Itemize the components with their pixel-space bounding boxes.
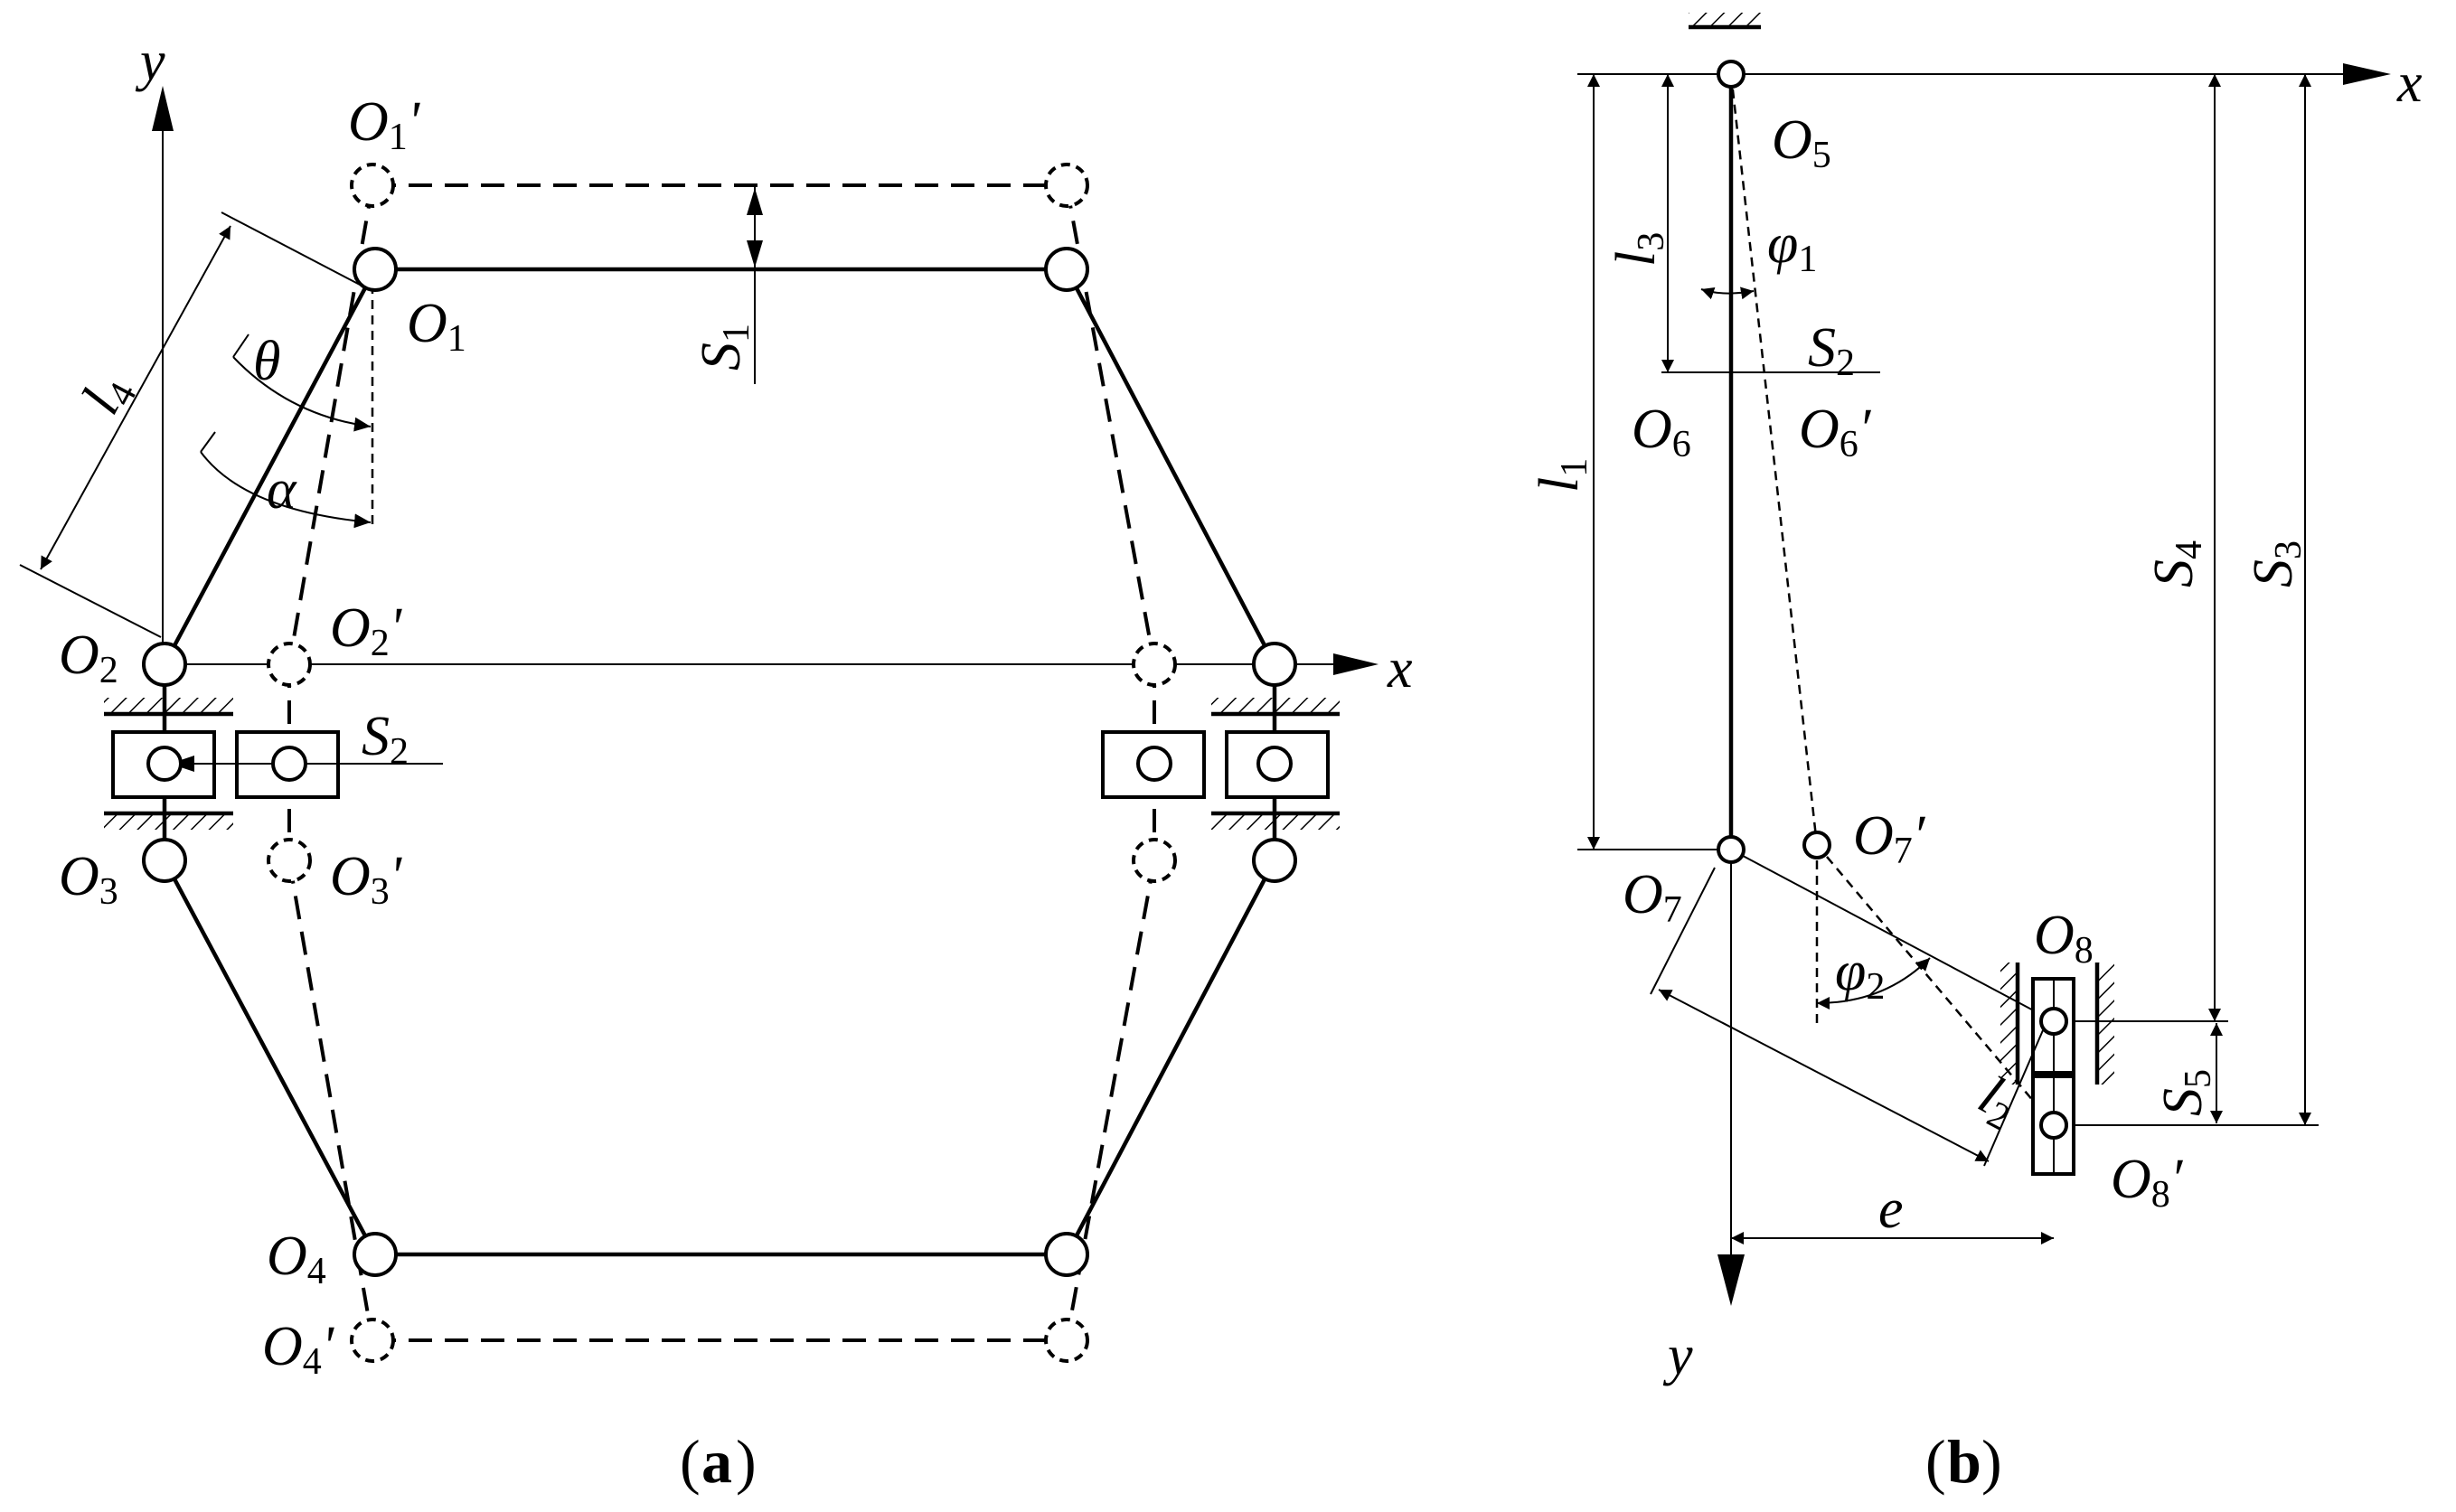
caption-b: ( b ) [1925, 1427, 2002, 1496]
joint-o7-prime [1802, 831, 1831, 859]
caption-a-letter: a [701, 1427, 732, 1496]
label-o8-prime: O8′ [2111, 1149, 2184, 1216]
rod-o5-o7-prime [1729, 73, 1819, 846]
s1-arrow-down [747, 240, 763, 268]
pin-slider-right-displaced [1136, 746, 1172, 782]
guide-right-hatch [2097, 963, 2114, 1085]
panel-b-y-label: y [1662, 1325, 1693, 1386]
panel-b-x-label: x [2396, 52, 2423, 114]
joint-o4 [353, 1232, 398, 1277]
caption-a: ( a ) [680, 1427, 757, 1496]
joint-o3-prime-right [1132, 838, 1177, 883]
l4-dimension-line [40, 225, 231, 570]
panel-b: x y O5 O6 O6′ O7 O7′ O8 O8′ l1 l2 l3 φ1 … [1529, 13, 2423, 1496]
label-o4: O4 [267, 1226, 326, 1292]
label-s2-b: S2 [1808, 317, 1855, 384]
label-s2-a: S2 [362, 706, 409, 773]
panel-a: y x O1' O1 O2 O2' O3 O3' O4 O4' l4 θ α S… [19, 31, 1413, 1496]
label-l4: l4 [70, 364, 145, 426]
l2-extension-left [1650, 867, 1716, 995]
ground-left-top-hatch [104, 698, 233, 714]
label-l3: l3 [1605, 232, 1672, 267]
caption-a-open: ( [680, 1427, 701, 1496]
pin-slider-left [146, 746, 183, 782]
joint-o8 [2039, 1007, 2068, 1036]
l4-extension-bottom [19, 564, 162, 638]
ground-right-top-hatch [1211, 698, 1340, 714]
joint-o7 [1717, 835, 1746, 864]
joint-o4-right [1044, 1232, 1089, 1277]
rod-o7-o8 [1730, 849, 2055, 1022]
label-o5: O5 [1772, 109, 1831, 176]
l2-extension-right [1983, 1029, 2044, 1167]
label-o4-prime: O4' [262, 1316, 335, 1383]
joint-o2 [142, 642, 187, 687]
label-o6-prime: O6′ [1799, 399, 1872, 465]
theta-arc [232, 356, 372, 432]
joint-o8-prime [2039, 1111, 2068, 1140]
guide-left-hatch [2000, 963, 2018, 1085]
label-theta: θ [253, 331, 280, 392]
link-o1r-o2r [1065, 268, 1276, 666]
pin-slider-right [1256, 746, 1293, 782]
label-o7: O7 [1623, 864, 1682, 931]
joint-o4-prime [350, 1318, 395, 1363]
label-o6: O6 [1632, 399, 1691, 465]
joint-o1-prime-right [1044, 163, 1089, 208]
label-o1: O1 [407, 293, 466, 360]
panel-b-x-arrowhead [2343, 63, 2391, 85]
link-o3r-o4r [1065, 859, 1276, 1256]
panel-a-y-label: y [135, 31, 165, 92]
joint-o3 [142, 838, 187, 883]
joint-o1 [353, 247, 398, 292]
l2-dimension-line [1658, 989, 1990, 1162]
joint-o1-right [1044, 247, 1089, 292]
panel-b-ground-hatch [1689, 13, 1761, 27]
l4-extension-top [221, 211, 362, 286]
label-s4: S4 [2143, 540, 2210, 587]
joint-o4-prime-right [1044, 1318, 1089, 1363]
joint-o2-prime [267, 642, 312, 687]
joint-o2-right [1252, 642, 1297, 687]
alpha-tick [200, 431, 216, 453]
label-e: e [1878, 1179, 1904, 1240]
joint-o5 [1717, 60, 1746, 89]
label-o8: O8 [2034, 905, 2094, 972]
caption-a-close: ) [736, 1427, 757, 1496]
s1-arrow-up [747, 188, 763, 215]
label-o3: O3 [59, 846, 118, 913]
label-s3: S3 [2243, 540, 2310, 587]
label-l1: l1 [1529, 458, 1595, 493]
alpha-arc [200, 451, 372, 529]
label-o3-prime: O3' [330, 846, 403, 913]
caption-b-letter: b [1947, 1427, 1981, 1496]
panel-a-y-arrowhead [152, 86, 174, 131]
link-o2-o1 [163, 268, 377, 666]
label-phi2: φ2 [1835, 941, 1885, 1008]
joint-o1-prime [350, 163, 395, 208]
link-o3-o4 [163, 859, 377, 1256]
joint-o3-prime [267, 838, 312, 883]
ground-left-bottom-hatch [104, 813, 233, 830]
label-alpha: α [267, 459, 297, 521]
label-s5: S5 [2152, 1069, 2219, 1116]
label-o7-prime: O7′ [1853, 805, 1926, 872]
panel-a-x-arrowhead [1333, 653, 1379, 675]
label-o2: O2 [59, 625, 118, 691]
label-s1: S1 [691, 324, 758, 371]
joint-o2-prime-right [1132, 642, 1177, 687]
caption-b-close: ) [1981, 1427, 2002, 1496]
panel-b-y-arrowhead [1717, 1254, 1745, 1306]
ground-right-bottom-hatch [1211, 813, 1340, 830]
label-o2-prime: O2' [330, 597, 403, 664]
joint-o3-right [1252, 838, 1297, 883]
phi1-arc [1700, 286, 1755, 300]
pin-slider-left-displaced [271, 746, 307, 782]
label-o1-prime: O1' [348, 91, 421, 158]
label-phi1: φ1 [1767, 213, 1817, 280]
panel-a-x-label: x [1387, 638, 1413, 700]
caption-b-open: ( [1925, 1427, 1946, 1496]
theta-tick [232, 333, 249, 358]
